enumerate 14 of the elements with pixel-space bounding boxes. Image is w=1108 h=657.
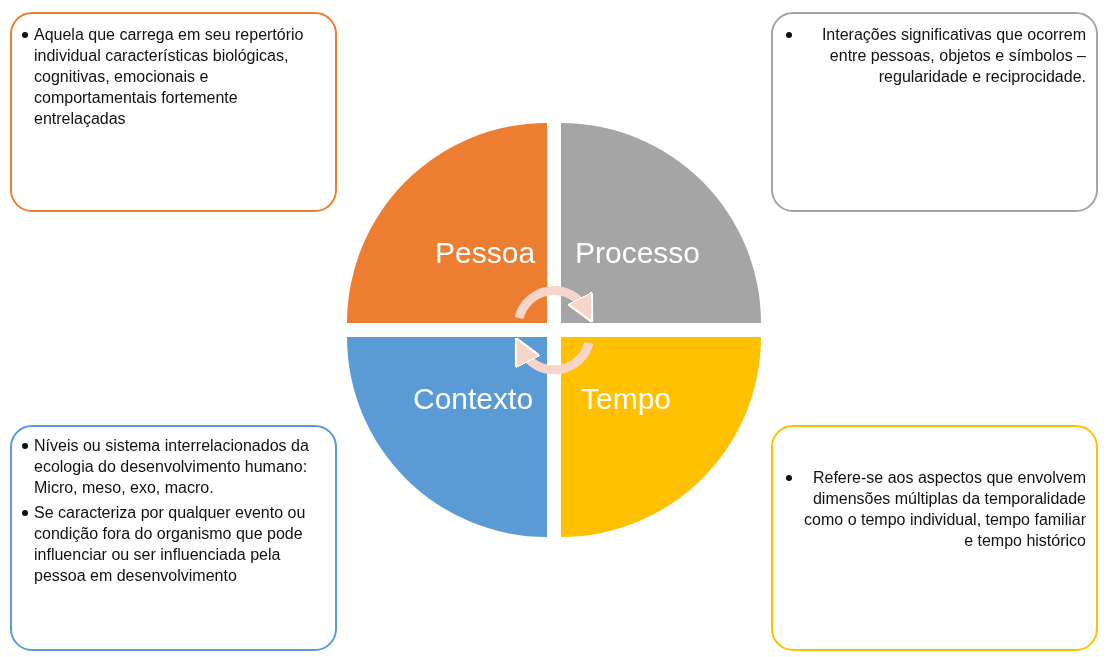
- description-card: [771, 12, 1098, 212]
- bullet-text: Se caracteriza por qualquer evento ou condição fora do organismo que pode influenciar ou ser influenciada pela pessoa em desenvolvimento: [34, 503, 307, 586]
- bullet-text: Níveis ou sistema interrelacionados da ecologia do desenvolvimento humano: Micro, meso, exo, macro.: [34, 436, 310, 498]
- quadrant-title: Contexto: [413, 381, 534, 417]
- quadrant-title: Pessoa: [435, 235, 536, 271]
- bullet-text: Interações significativas que ocorrem entre pessoas, objetos e símbolos – regularidade e reciprocidade.: [820, 25, 1086, 87]
- description-card: [771, 425, 1098, 651]
- curved-arrow: [514, 286, 594, 323]
- description-card: [10, 12, 337, 212]
- description-card: [10, 425, 337, 651]
- quadrant-title: Tempo: [581, 381, 672, 417]
- bullet-text: Refere-se aos aspectos que envolvem dimensões múltiplas da temporalidade como o tempo individual, tempo familiar e tempo histórico: [803, 468, 1086, 551]
- bullet-text: Aquela que carrega em seu repertório individual características biológicas, cognitivas, emocionais e comportamentais fortemente entrelaçadas: [34, 25, 305, 129]
- quadrant-title: Processo: [575, 235, 701, 271]
